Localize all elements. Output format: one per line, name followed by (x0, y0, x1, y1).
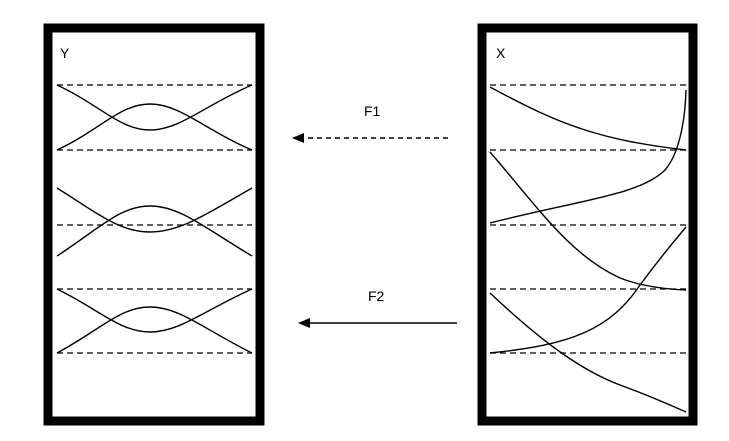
panel-x-curve (489, 86, 687, 151)
panel-x-curve (489, 89, 687, 224)
panel-x-curve (489, 292, 687, 413)
arrow-f1: F1 (292, 103, 448, 143)
panel-x-frame (477, 23, 698, 426)
arrow-f1-head (292, 133, 304, 143)
panel-y-curve (56, 306, 253, 354)
panel-y-curve (56, 205, 253, 257)
arrow-f1-label: F1 (364, 103, 381, 119)
arrow-f2: F2 (298, 288, 457, 328)
panel-y-curve (56, 103, 253, 151)
panel-y: Y (43, 23, 265, 426)
panel-x: X (477, 23, 698, 426)
panel-x-curve (489, 151, 687, 291)
panel-y-frame (43, 23, 265, 426)
arrow-f2-label: F2 (368, 288, 385, 304)
panel-y-curve (56, 288, 253, 333)
arrow-f2-head (298, 318, 310, 328)
panel-y-curve (56, 84, 253, 131)
panel-x-curve (489, 226, 687, 354)
panel-y-curve (56, 187, 253, 233)
panel-x-label: X (496, 45, 506, 61)
panel-y-label: Y (60, 45, 70, 61)
